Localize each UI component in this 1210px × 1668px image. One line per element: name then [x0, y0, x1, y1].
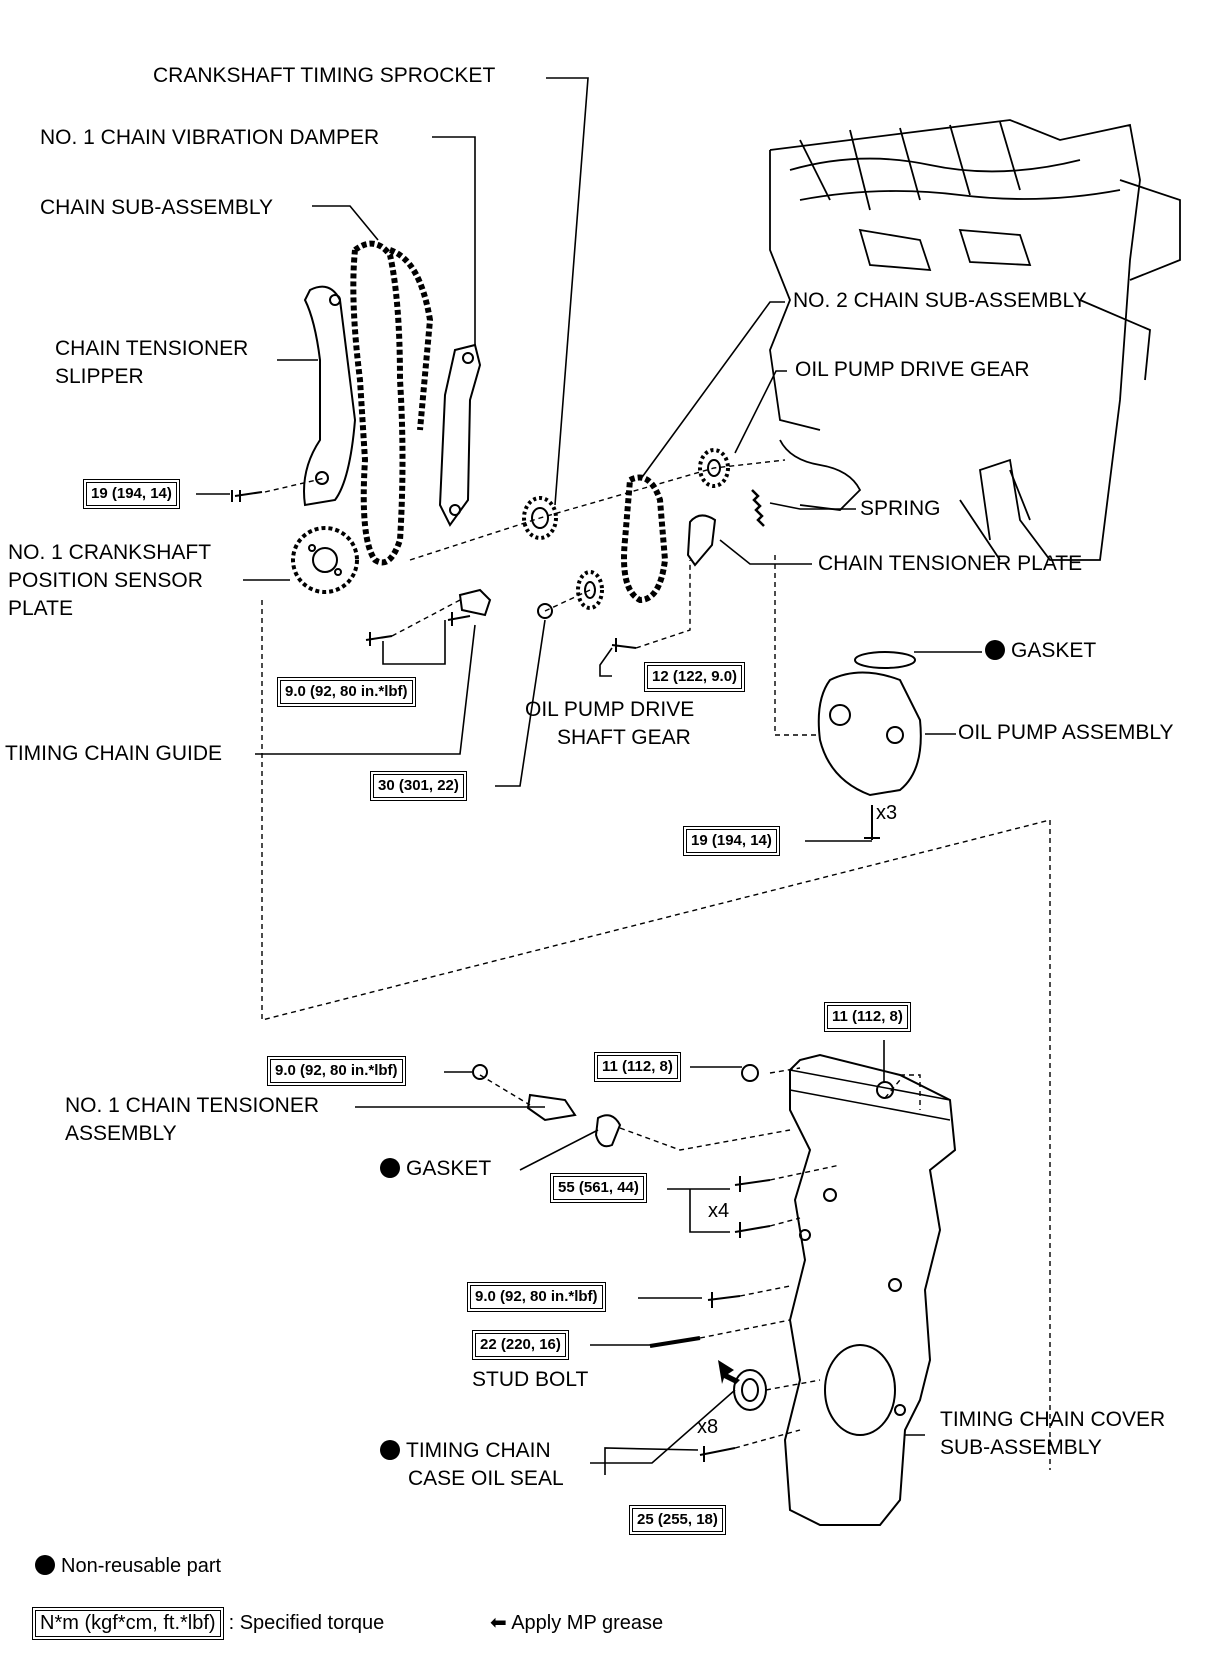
label-spring: SPRING — [860, 497, 941, 520]
timing-chain-case-oil-seal — [733, 1369, 767, 1411]
torque-tensioner-plate-bolt: 12 (122, 9.0) — [643, 662, 746, 692]
torque-cover-top-nut: 11 (112, 8) — [824, 1002, 911, 1032]
label-no1-chain-tensioner-line2: ASSEMBLY — [65, 1122, 177, 1145]
torque-oil-pump-bolts: 19 (194, 14) — [683, 826, 780, 856]
torque-cover-bolt-9: 9.0 (92, 80 in.*lbf) — [467, 1282, 606, 1312]
torque-cover-bolts-25: 25 (255, 18) — [629, 1505, 726, 1535]
label-no1-chain-vibration-damper: NO. 1 CHAIN VIBRATION DAMPER — [40, 126, 380, 149]
crankshaft-timing-sprocket — [522, 496, 558, 540]
qty-oil-pump-bolts: x3 — [876, 802, 898, 824]
non-reusable-dot — [380, 1158, 400, 1178]
chain-sub-assembly — [350, 240, 434, 566]
alignment-dashes — [261, 459, 1051, 1470]
chain-tensioner-plate — [686, 514, 717, 567]
leader-lines — [196, 77, 982, 1475]
chain-tensioner-slipper — [303, 285, 357, 507]
chain-vibration-damper — [438, 343, 482, 527]
label-no1-chain-tensioner-line1: NO. 1 CHAIN TENSIONER — [65, 1094, 319, 1117]
grease-arrow-icon: ⬅ — [490, 1612, 512, 1634]
torque-cover-bolts-55: 55 (561, 44) — [550, 1173, 647, 1203]
spring — [751, 489, 765, 527]
oil-pump-drive-gear — [698, 448, 730, 488]
torque-drive-gear-nut: 30 (301, 22) — [370, 771, 467, 801]
qty-cover-bolts-55: x4 — [708, 1200, 730, 1222]
label-gasket-bottom: GASKET — [380, 1156, 491, 1182]
label-timing-chain-cover-line2: SUB-ASSEMBLY — [940, 1436, 1102, 1459]
label-chain-tensioner-slipper-line2: SLIPPER — [55, 365, 144, 388]
qty-cover-bolts-25: x8 — [697, 1416, 719, 1438]
label-no2-chain-sub-assembly: NO. 2 CHAIN SUB-ASSEMBLY — [793, 289, 1087, 312]
label-timing-chain-guide: TIMING CHAIN GUIDE — [5, 742, 223, 765]
label-oil-pump-assembly: OIL PUMP ASSEMBLY — [958, 721, 1174, 744]
oil-pump-drive-shaft-gear — [576, 570, 604, 610]
timing-chain-cover — [783, 1053, 957, 1526]
label-oil-seal-line2: CASE OIL SEAL — [408, 1467, 564, 1490]
no2-chain — [621, 474, 669, 604]
legend-non-reusable: Non-reusable part — [35, 1555, 221, 1578]
label-sensor-plate-line2: POSITION SENSOR — [8, 569, 203, 592]
torque-unit-box: N*m (kgf*cm, ft.*lbf) — [32, 1607, 224, 1640]
cover-bolts — [649, 1064, 894, 1462]
label-stud-bolt: STUD BOLT — [472, 1368, 589, 1391]
torque-guide-bolts: 9.0 (92, 80 in.*lbf) — [277, 677, 416, 707]
non-reusable-dot — [380, 1440, 400, 1460]
label-oil-seal-line1: TIMING CHAIN — [380, 1438, 551, 1464]
label-crankshaft-timing-sprocket: CRANKSHAFT TIMING SPROCKET — [153, 64, 496, 87]
upper-bolts — [231, 490, 880, 840]
label-chain-sub-assembly: CHAIN SUB-ASSEMBLY — [40, 196, 273, 219]
label-chain-tensioner-plate: CHAIN TENSIONER PLATE — [818, 552, 1083, 575]
label-oil-pump-drive-shaft-gear-line2: SHAFT GEAR — [557, 726, 691, 749]
oil-pump-gasket — [854, 651, 916, 669]
label-sensor-plate-line1: NO. 1 CRANKSHAFT — [8, 541, 212, 564]
legend-torque: N*m (kgf*cm, ft.*lbf): Specified torque — [32, 1607, 384, 1640]
tensioner-gasket — [594, 1114, 622, 1148]
legend-grease: ⬅ Apply MP grease — [490, 1612, 664, 1634]
oil-pump-assembly — [817, 671, 922, 797]
torque-slipper-bolt: 19 (194, 14) — [83, 479, 180, 509]
torque-stud-bolt: 22 (220, 16) — [472, 1330, 569, 1360]
label-oil-pump-drive-gear: OIL PUMP DRIVE GEAR — [795, 358, 1030, 381]
label-gasket-top: GASKET — [985, 638, 1096, 664]
non-reusable-dot — [985, 640, 1005, 660]
label-chain-tensioner-slipper-line1: CHAIN TENSIONER — [55, 337, 249, 360]
torque-tensioner-nut: 9.0 (92, 80 in.*lbf) — [267, 1056, 406, 1086]
no1-chain-tensioner-body — [526, 1093, 577, 1122]
label-timing-chain-cover-line1: TIMING CHAIN COVER — [940, 1408, 1166, 1431]
label-oil-pump-drive-shaft-gear-line1: OIL PUMP DRIVE — [525, 698, 695, 721]
crankshaft-position-sensor-plate — [291, 526, 359, 594]
engine-block — [769, 119, 1181, 561]
torque-cover-nut: 11 (112, 8) — [594, 1052, 681, 1082]
timing-chain-guide — [458, 588, 492, 617]
mp-grease-arrow — [718, 1360, 740, 1384]
non-reusable-dot — [35, 1555, 55, 1575]
label-sensor-plate-line3: PLATE — [8, 597, 73, 620]
